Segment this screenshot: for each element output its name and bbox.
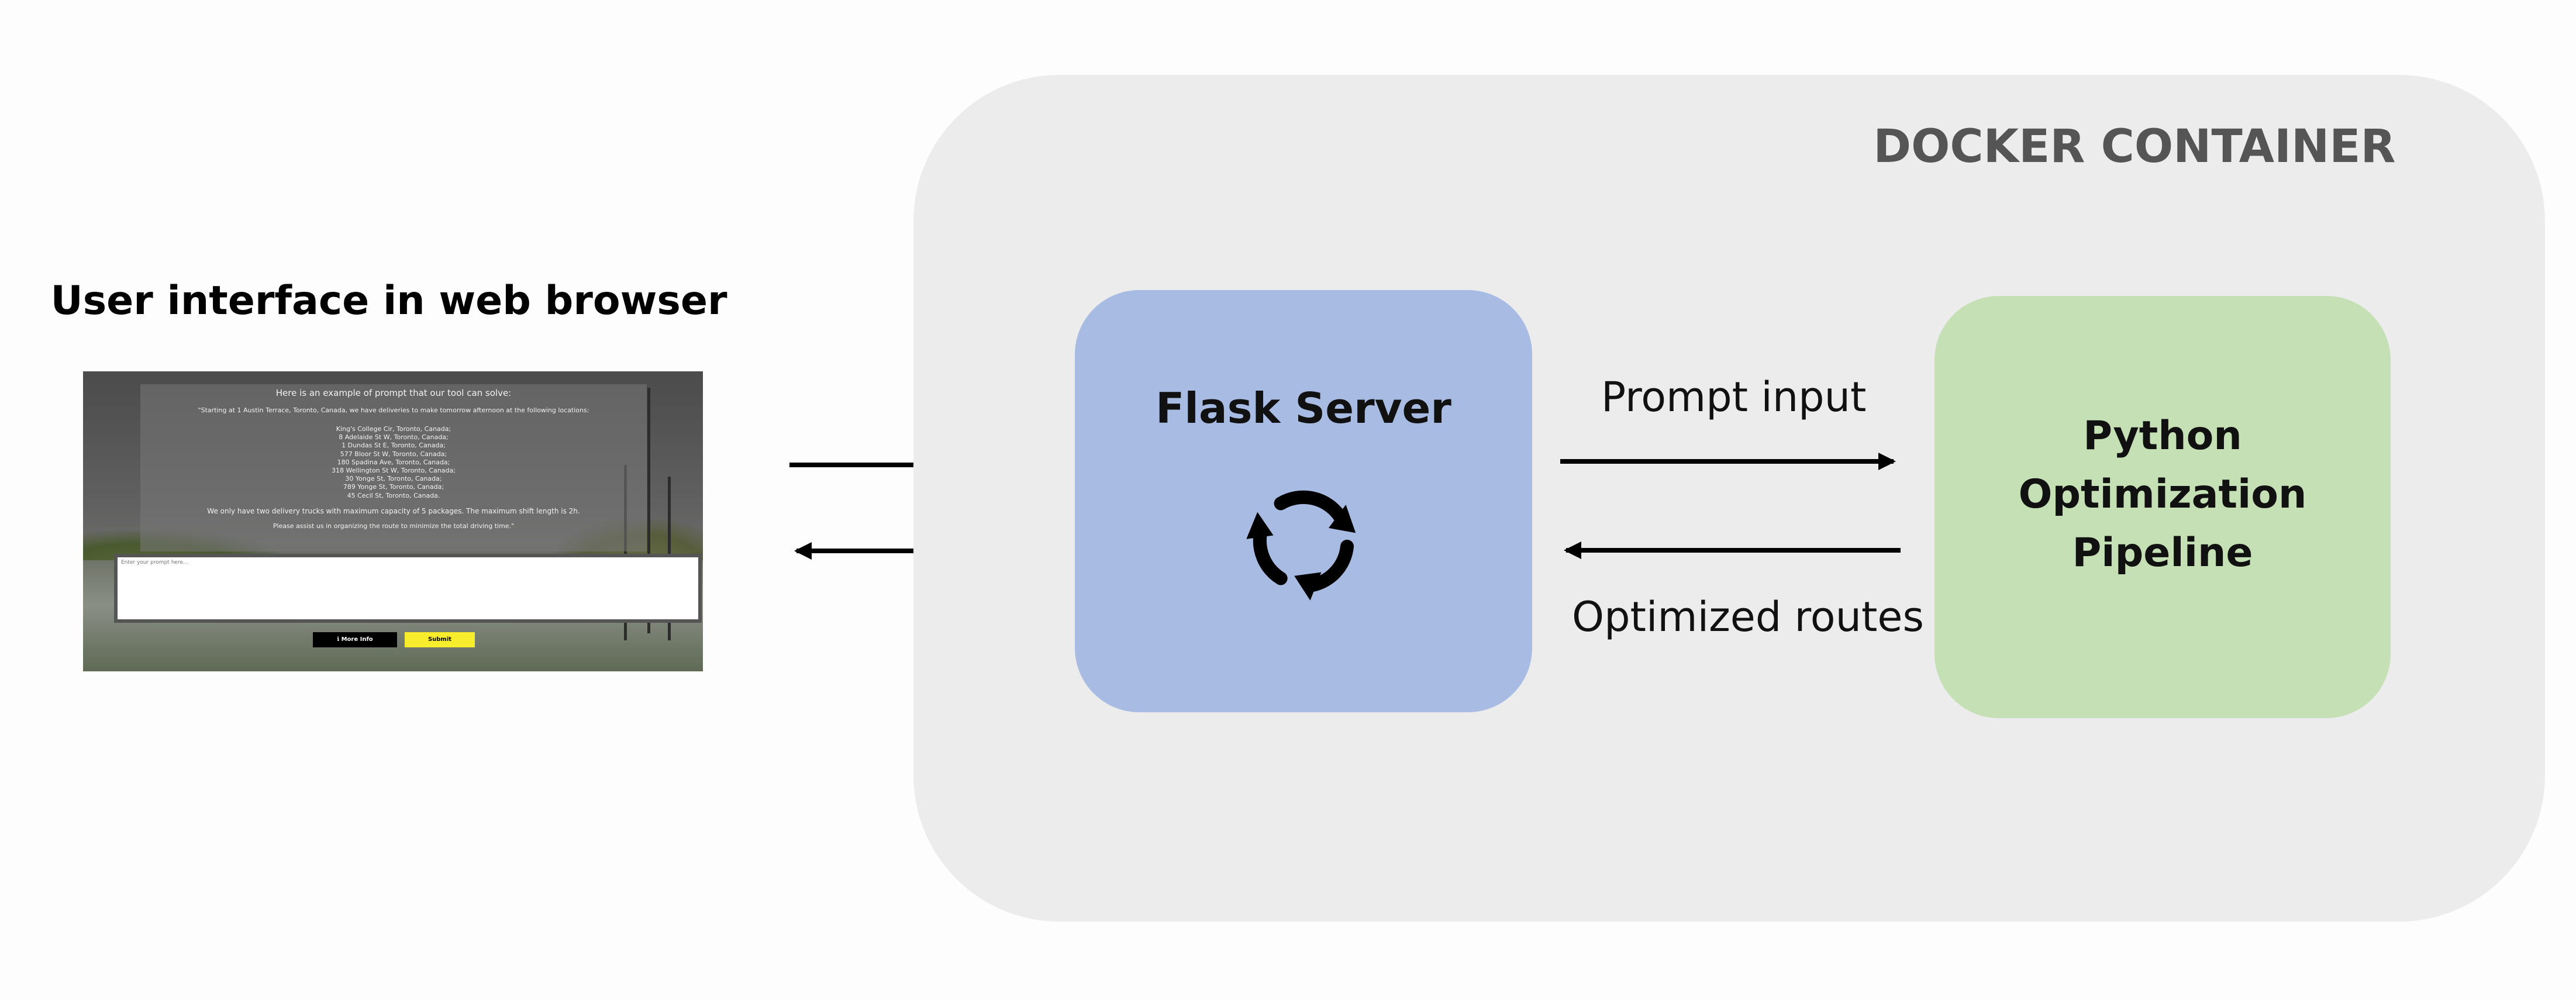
address-item: 45 Cecil St, Toronto, Canada. <box>347 491 440 499</box>
python-title-line: Optimization <box>2018 471 2307 518</box>
docker-container-title: DOCKER CONTAINER <box>1873 120 2396 173</box>
address-item: 789 Yonge St, Toronto, Canada; <box>343 483 444 491</box>
example-intro: "Starting at 1 Austin Terrace, Toronto, … <box>198 406 589 414</box>
address-item: 318 Wellington St W, Toronto, Canada; <box>332 467 456 475</box>
address-item: 180 Spadina Ave, Toronto, Canada; <box>337 458 450 466</box>
python-title-line: Pipeline <box>2072 530 2253 576</box>
python-pipeline-box: Python Optimization Pipeline <box>1934 296 2391 718</box>
address-item: 577 Bloor St W, Toronto, Canada; <box>340 450 447 458</box>
flask-server-box: Flask Server <box>1075 290 1532 712</box>
flask-server-title: Flask Server <box>1156 384 1451 433</box>
browser-ui-screenshot: Here is an example of prompt that our to… <box>83 371 703 671</box>
address-item: 8 Adelaide St W, Toronto, Canada; <box>339 433 449 442</box>
address-item: 1 Dundas St E, Toronto, Canada; <box>342 442 446 450</box>
example-heading: Here is an example of prompt that our to… <box>275 388 512 398</box>
python-title-line: Python <box>2083 413 2242 459</box>
submit-button[interactable]: Submit <box>405 632 475 647</box>
address-item: King's College Cir, Toronto, Canada; <box>336 425 451 433</box>
prompt-textarea[interactable] <box>114 554 702 623</box>
arrow-python-to-flask <box>1564 542 1901 559</box>
light-pole <box>624 465 627 640</box>
sync-refresh-icon <box>1246 490 1356 601</box>
optimized-routes-label: Optimized routes <box>1572 593 1924 641</box>
example-trucks: We only have two delivery trucks with ma… <box>207 507 580 515</box>
prompt-input-label: Prompt input <box>1601 373 1867 421</box>
example-prompt-panel <box>140 384 647 551</box>
python-pipeline-title: Python Optimization Pipeline <box>1934 407 2391 582</box>
address-item: 30 Yonge St, Toronto, Canada; <box>345 475 442 483</box>
example-assist: Please assist us in organizing the route… <box>273 522 515 530</box>
light-pole <box>647 388 650 633</box>
arrow-flask-to-python <box>1560 453 1896 470</box>
prompt-input[interactable] <box>121 560 644 565</box>
ui-section-title: User interface in web browser <box>50 278 727 324</box>
more-info-button[interactable]: ℹ More Info <box>313 632 397 647</box>
address-list: King's College Cir, Toronto, Canada; 8 A… <box>140 425 647 500</box>
